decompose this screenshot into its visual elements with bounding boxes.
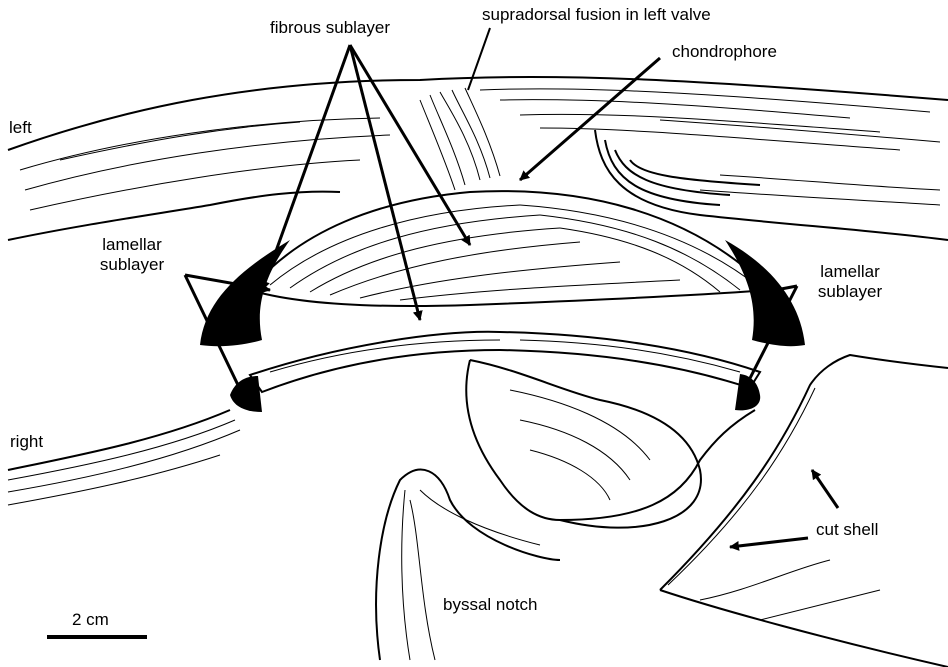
label-cut-shell: cut shell (816, 520, 878, 540)
label-lamellar-sublayer-right: lamellar sublayer (800, 262, 900, 302)
label-lamellar-sublayer-left: lamellar sublayer (82, 235, 182, 275)
label-chondrophore: chondrophore (672, 42, 777, 62)
right-valve (8, 410, 755, 520)
label-supradorsal-fusion: supradorsal fusion in left valve (482, 5, 711, 25)
leader-supradorsal (468, 28, 490, 90)
label-lamellar-right-line2: sublayer (800, 282, 900, 302)
cut-shell (660, 355, 948, 667)
supradorsal-fusion (420, 88, 500, 190)
label-lamellar-right-line1: lamellar (800, 262, 900, 282)
label-byssal-notch: byssal notch (443, 595, 538, 615)
leader-cut-shell-1 (812, 470, 838, 508)
label-left: left (9, 118, 32, 138)
fibrous-sublayer-lower (230, 332, 760, 412)
label-scale-bar: 2 cm (72, 610, 109, 630)
fibrous-sublayer-upper (250, 191, 770, 306)
label-lamellar-left-line2: sublayer (82, 255, 182, 275)
label-lamellar-left-line1: lamellar (82, 235, 182, 255)
label-fibrous-sublayer: fibrous sublayer (270, 18, 390, 38)
byssal-notch-structure (376, 360, 701, 660)
label-right: right (10, 432, 43, 452)
leader-cut-shell-2 (730, 538, 808, 547)
